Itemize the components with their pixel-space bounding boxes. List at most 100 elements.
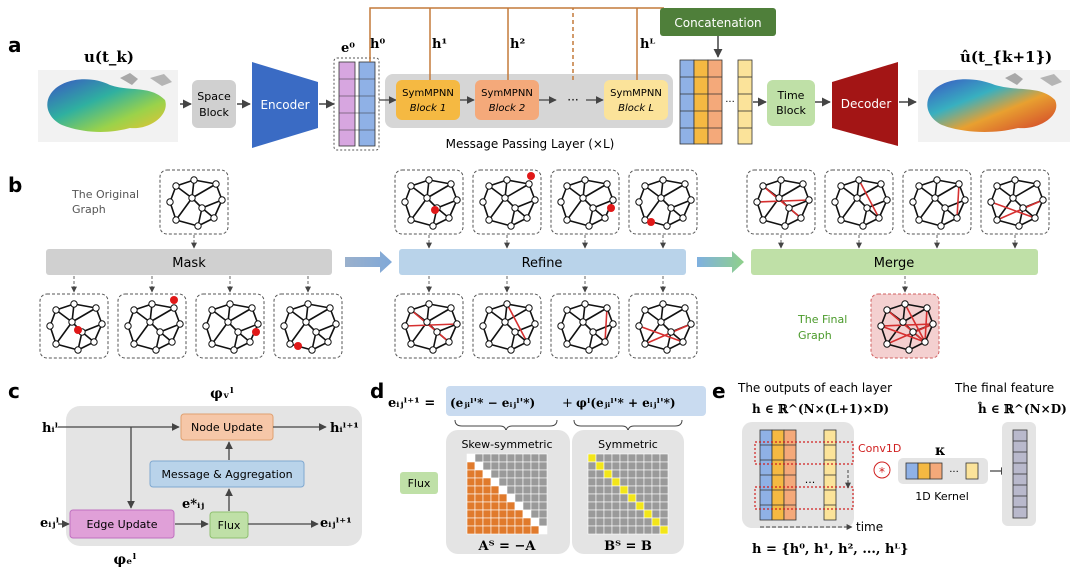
sym-matrix-cell	[651, 469, 661, 479]
skew-matrix-cell	[506, 509, 516, 519]
final-graph	[870, 293, 940, 359]
skew-matrix-cell	[538, 469, 548, 479]
skew-matrix-cell	[490, 485, 500, 495]
concat-ellipsis: ···	[725, 97, 735, 108]
flux-box-c: Flux	[209, 511, 249, 539]
svg-text:Edge Update: Edge Update	[86, 518, 157, 531]
refined-graph-4	[628, 293, 698, 359]
skew-matrix-cell	[530, 453, 540, 463]
sym-matrix-cell	[651, 485, 661, 495]
sym-matrix-cell	[611, 501, 621, 511]
output-label: û(t_{k+1})	[960, 48, 1052, 66]
decoder-block: Decoder	[832, 62, 898, 146]
sym-matrix-cell	[627, 469, 637, 479]
refine-input-1	[394, 169, 464, 235]
e-in-label: eᵢⱼˡ	[40, 516, 59, 531]
skew-matrix-cell	[530, 517, 540, 527]
skew-matrix-cell	[530, 485, 540, 495]
sym-matrix-cell	[611, 485, 621, 495]
sym-matrix-cell	[659, 485, 669, 495]
sym-matrix-cell	[635, 501, 645, 511]
original-graph	[159, 169, 229, 235]
skew-matrix-cell	[506, 477, 516, 487]
sym-eq: Bᵀ = B	[604, 539, 652, 554]
skew-matrix-cell	[538, 477, 548, 487]
skew-matrix-cell	[474, 453, 484, 463]
skew-matrix-cell	[506, 485, 516, 495]
refine-bar: Refine	[399, 249, 686, 275]
skew-matrix-cell	[498, 525, 508, 535]
sym-matrix-cell	[651, 525, 661, 535]
skew-matrix-cell	[490, 517, 500, 527]
label-h2: h²	[510, 37, 525, 52]
sym-matrix-cell	[603, 501, 613, 511]
skew-matrix-cell	[482, 493, 492, 503]
sym-matrix-cell	[651, 501, 661, 511]
refined-graph-3	[550, 293, 620, 359]
time-label: time	[856, 520, 883, 534]
conv-symbol-star: *	[879, 465, 885, 479]
sym-matrix-cell	[651, 453, 661, 463]
sym-matrix-cell	[659, 493, 669, 503]
skew-matrix-cell	[538, 525, 548, 535]
encoder-block: Encoder	[252, 62, 318, 148]
sym-matrix-cell	[611, 525, 621, 535]
eq-term2: φˡ(eⱼᵢˡ'* + eᵢⱼˡ'*)	[576, 396, 676, 410]
sym-matrix-cell	[611, 453, 621, 463]
merge-bar: Merge	[751, 249, 1038, 275]
skew-matrix-cell	[482, 453, 492, 463]
label-h1: h¹	[432, 37, 447, 52]
panel-a-label: a	[8, 33, 22, 57]
sym-matrix-cell	[619, 501, 629, 511]
panel-c-label: c	[8, 379, 20, 403]
skew-matrix-cell	[530, 493, 540, 503]
merge-input-4	[980, 169, 1050, 235]
sym-matrix-cell	[643, 509, 653, 519]
masked-graph-4	[273, 293, 343, 359]
svg-text:SymMPNN: SymMPNN	[481, 88, 533, 99]
sym-matrix-cell	[611, 517, 621, 527]
skew-matrix-cell	[490, 453, 500, 463]
skew-matrix-cell	[466, 509, 476, 519]
sym-matrix-cell	[619, 509, 629, 519]
skew-matrix-cell	[514, 493, 524, 503]
time-block: Time Block	[767, 80, 815, 126]
merge-input-1	[746, 169, 816, 235]
skew-matrix-cell	[506, 453, 516, 463]
skew-matrix-cell	[506, 517, 516, 527]
sym-matrix-cell	[643, 525, 653, 535]
sym-matrix-cell	[619, 469, 629, 479]
sym-matrix-cell	[635, 517, 645, 527]
skew-matrix-cell	[506, 469, 516, 479]
sym-matrix-cell	[603, 461, 613, 471]
sym-matrix-cell	[603, 517, 613, 527]
skew-matrix-cell	[538, 485, 548, 495]
skew-matrix-cell	[522, 517, 532, 527]
skew-matrix-cell	[530, 469, 540, 479]
skew-matrix-cell	[514, 517, 524, 527]
skew-matrix-cell	[490, 461, 500, 471]
sym-matrix-cell	[643, 461, 653, 471]
sym-matrix-cell	[635, 525, 645, 535]
symmpnn-block-1: SymMPNN Block 1	[396, 80, 460, 120]
sym-matrix-cell	[595, 477, 605, 487]
sym-matrix-cell	[595, 469, 605, 479]
phi-v: φᵥˡ	[210, 386, 234, 402]
svg-text:SymMPNN: SymMPNN	[610, 88, 662, 99]
skew-matrix-cell	[466, 461, 476, 471]
final-shape: ĥ ∈ ℝ^(N×D)	[977, 401, 1067, 416]
skew-matrix-cell	[506, 493, 516, 503]
sym-matrix-cell	[619, 525, 629, 535]
outputs-region	[742, 422, 854, 528]
sym-matrix-cell	[659, 477, 669, 487]
original-graph-label-2: Graph	[72, 203, 106, 216]
skew-title: Skew-symmetric	[461, 438, 552, 451]
sym-matrix	[587, 453, 669, 535]
svg-text:Node Update: Node Update	[191, 421, 263, 434]
panel-d-label: d	[370, 379, 384, 403]
refine-input-3	[550, 169, 620, 235]
skew-matrix-cell	[466, 525, 476, 535]
sym-matrix-cell	[611, 469, 621, 479]
final-graph-label-1: The Final	[797, 313, 847, 326]
label-e0: e⁰	[341, 41, 355, 56]
